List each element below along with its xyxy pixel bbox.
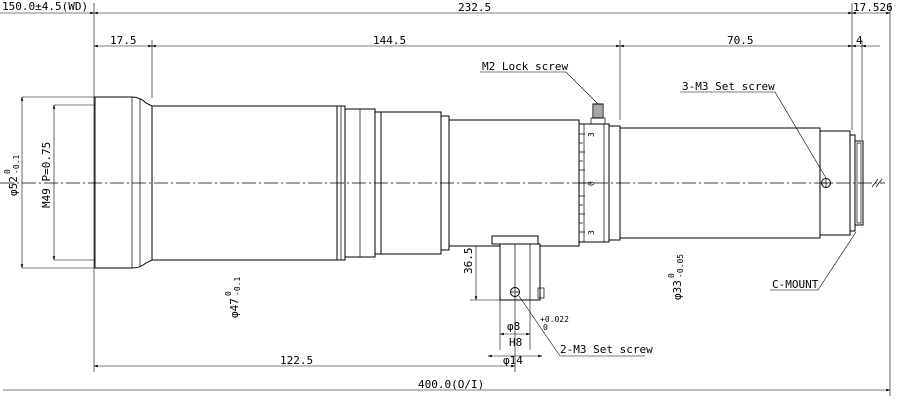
label-dia-33-tol-lower: -0.05 xyxy=(676,254,685,278)
label-dia-47-tol-upper: 0 xyxy=(224,291,233,296)
label-back-focus: 17.526 xyxy=(853,1,893,14)
callout-labels: M2 Lock screw 3-M3 Set screw 2-M3 Set sc… xyxy=(482,60,819,356)
label-rear-section: 70.5 xyxy=(727,34,754,47)
lens-body xyxy=(94,96,864,269)
leader-lines xyxy=(480,71,857,357)
label-thread: M49 P=0.75 xyxy=(40,142,53,208)
label-dia-33: φ33 xyxy=(671,280,684,300)
label-dia-52-tol-lower: -0.1 xyxy=(12,155,21,174)
label-working-distance: 150.0±4.5(WD) xyxy=(2,0,88,13)
callout-set-screw-3: 3-M3 Set screw xyxy=(682,80,775,93)
label-dia-8: φ8 xyxy=(507,320,520,333)
label-body-length: 232.5 xyxy=(458,1,491,14)
label-middle-section: 144.5 xyxy=(373,34,406,47)
label-dia-14: φ14 xyxy=(503,354,523,367)
extension-lines xyxy=(93,3,891,396)
scale-digit-bottom: 3 xyxy=(587,230,596,235)
label-tol-8-upper: +0.022 xyxy=(540,315,569,324)
label-dia-47-tol-lower: -0.1 xyxy=(233,277,242,296)
label-mount-offset: 122.5 xyxy=(280,354,313,367)
label-dia-52-tol-upper: 0 xyxy=(3,169,12,174)
label-tol-8-lower: 0 xyxy=(543,323,548,332)
label-total-length: 400.0(O/I) xyxy=(418,378,484,391)
label-fit-h8: H8 xyxy=(509,336,522,349)
label-dia-33-tol-upper: 0 xyxy=(667,273,676,278)
label-dia-47: φ47 xyxy=(228,298,241,318)
side-bracket xyxy=(491,235,545,301)
label-height-36-5: 36.5 xyxy=(462,248,475,275)
scale-digit-top: 3 xyxy=(587,132,596,137)
callout-lock-screw: M2 Lock screw xyxy=(482,60,568,73)
label-front-section: 17.5 xyxy=(110,34,137,47)
label-mount-length: 4 xyxy=(856,34,863,47)
scale-digits: 3 0 3 xyxy=(587,132,596,235)
lock-screw xyxy=(590,103,606,125)
horizontal-dimensions xyxy=(0,11,891,392)
dimension-labels: 150.0±4.5(WD) 232.5 17.526 17.5 144.5 70… xyxy=(2,0,893,391)
vertical-dimension-labels: φ52 0 -0.1 M49 P=0.75 φ47 0 -0.1 φ33 0 -… xyxy=(3,142,685,318)
callout-set-screw-2: 2-M3 Set screw xyxy=(560,343,653,356)
scale-digit-zero: 0 xyxy=(587,181,596,186)
callout-c-mount: C-MOUNT xyxy=(772,278,819,291)
label-dia-52: φ52 xyxy=(7,176,20,196)
